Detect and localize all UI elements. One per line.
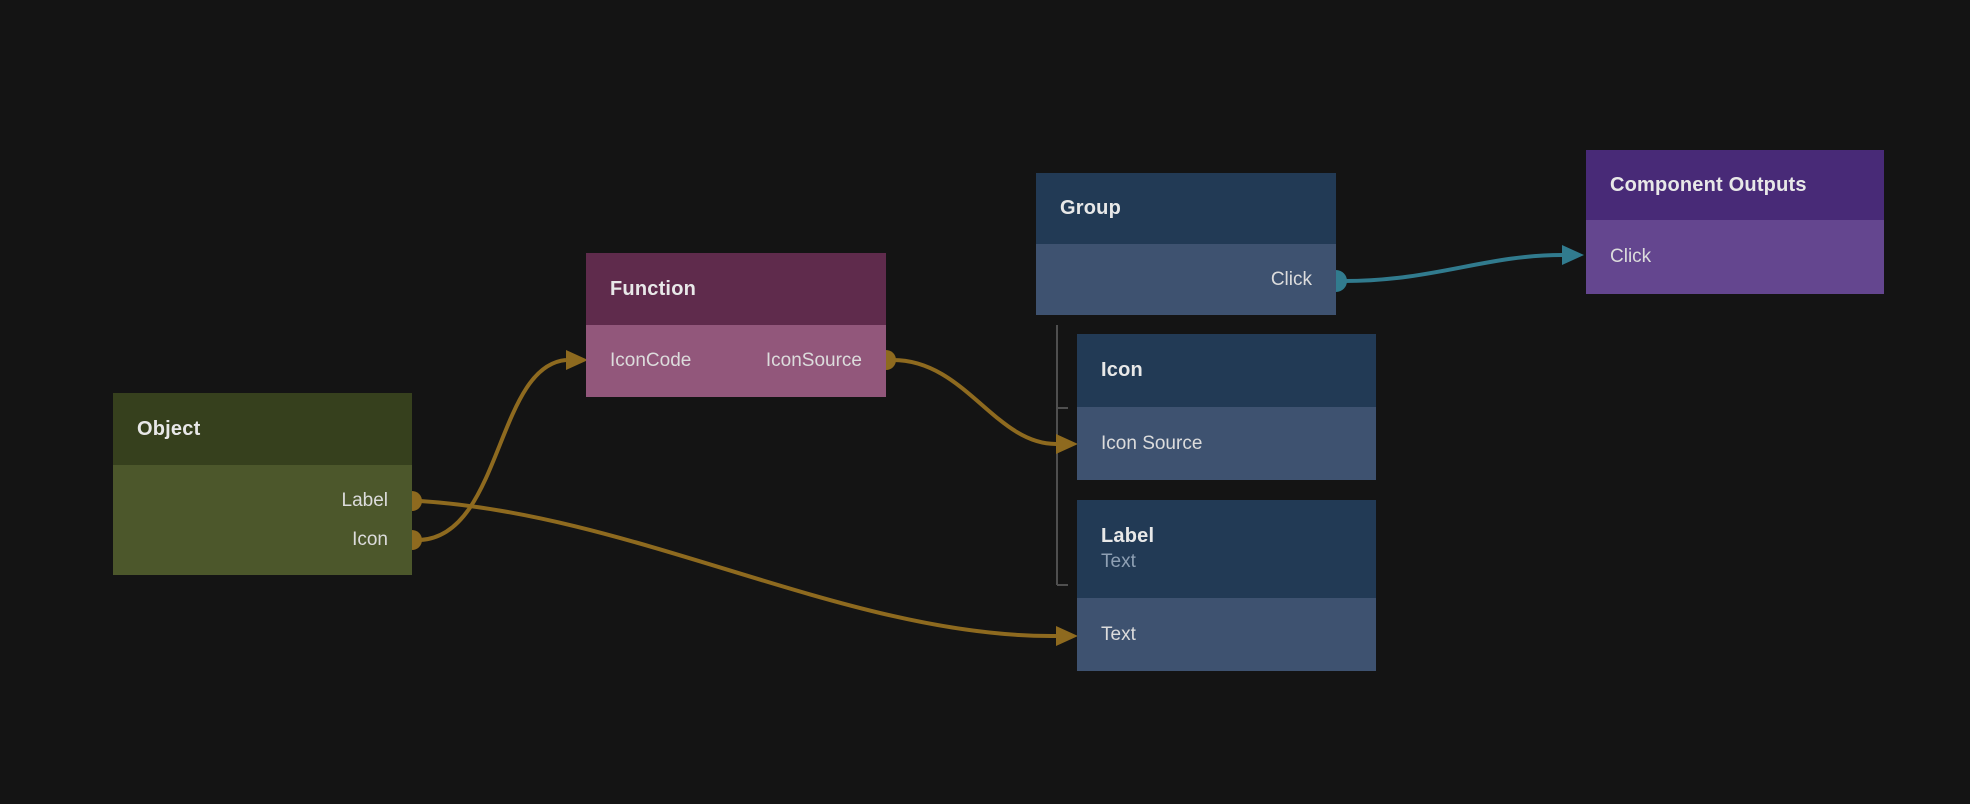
node-title: Icon xyxy=(1101,359,1376,382)
output-port-label[interactable]: Label xyxy=(113,489,412,513)
node-title: Label xyxy=(1101,525,1376,548)
arrowhead-icon xyxy=(1056,434,1078,454)
node-subtitle: Text xyxy=(1101,551,1376,573)
edge-object-icon-to-function-iconcode[interactable] xyxy=(420,350,588,540)
node-label-header: Label Text xyxy=(1077,500,1376,598)
arrowhead-icon xyxy=(1056,626,1078,646)
node-icon-body: Icon Source xyxy=(1077,407,1376,480)
node-function-body: IconCode IconSource xyxy=(586,325,886,397)
arrowhead-icon xyxy=(1562,245,1584,265)
node-title: Component Outputs xyxy=(1610,174,1884,197)
node-object-header: Object xyxy=(113,393,412,465)
node-label-body: Text xyxy=(1077,598,1376,671)
node-group-body: Click xyxy=(1036,244,1336,315)
node-icon[interactable]: Icon Icon Source xyxy=(1077,334,1376,480)
node-function-header: Function xyxy=(586,253,886,325)
node-label[interactable]: Label Text Text xyxy=(1077,500,1376,671)
node-title: Group xyxy=(1060,197,1336,220)
node-object[interactable]: Object Label Icon xyxy=(113,393,412,575)
node-group[interactable]: Group Click xyxy=(1036,173,1336,315)
node-function[interactable]: Function IconCode IconSource xyxy=(586,253,886,397)
input-port-iconcode[interactable]: IconCode xyxy=(610,349,691,373)
node-group-header: Group xyxy=(1036,173,1336,244)
node-object-body: Label Icon xyxy=(113,465,412,575)
output-port-icon[interactable]: Icon xyxy=(113,528,412,552)
input-port-click[interactable]: Click xyxy=(1586,245,1884,269)
arrowhead-icon xyxy=(566,350,588,370)
output-port-iconsource[interactable]: IconSource xyxy=(766,349,862,373)
node-icon-header: Icon xyxy=(1077,334,1376,407)
node-title: Function xyxy=(610,278,886,301)
edge-group-click-to-componentoutputs-click[interactable] xyxy=(1344,245,1584,281)
edge-function-iconsource-to-icon-iconsource[interactable] xyxy=(893,360,1078,454)
node-component-outputs-body: Click xyxy=(1586,220,1884,294)
edge-object-label-to-label-text[interactable] xyxy=(420,501,1078,646)
input-port-icon-source[interactable]: Icon Source xyxy=(1077,432,1376,456)
node-component-outputs[interactable]: Component Outputs Click xyxy=(1586,150,1884,294)
node-title: Object xyxy=(137,418,412,441)
input-port-text[interactable]: Text xyxy=(1077,623,1376,647)
output-port-click[interactable]: Click xyxy=(1036,268,1336,292)
node-component-outputs-header: Component Outputs xyxy=(1586,150,1884,220)
group-tree-connector xyxy=(1057,325,1068,585)
